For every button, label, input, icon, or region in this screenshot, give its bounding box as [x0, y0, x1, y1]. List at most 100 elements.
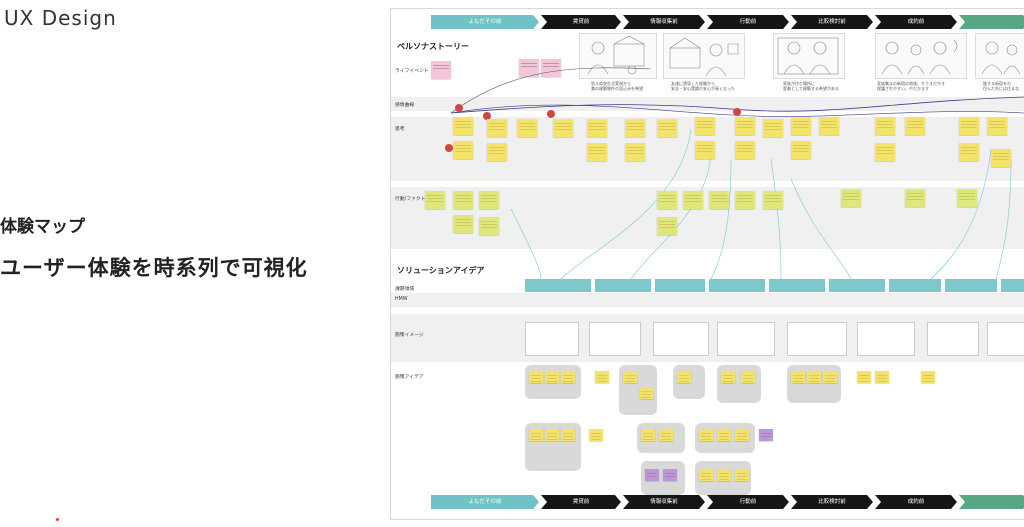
- sticky-note: [431, 61, 451, 79]
- sticky-note: [453, 191, 473, 209]
- story-caption-5: 誰する新宿をの 住んだ先には住まな: [983, 81, 1019, 91]
- sticky-note: [905, 117, 925, 135]
- hmw-band: [391, 293, 1024, 307]
- sticky-note: [587, 143, 607, 161]
- phase-4: 比較検討前: [791, 495, 873, 509]
- sticky-note: [545, 429, 559, 441]
- sticky-note: [763, 191, 783, 209]
- sticky-note: [683, 191, 703, 209]
- sticky-note: [807, 371, 821, 383]
- story-caption-3: 家族が住む場所に 愛着として建築する希望がある: [783, 81, 839, 91]
- sticky-note: [487, 119, 507, 137]
- section-solution-ideas: ソリューションアイデア: [397, 266, 485, 275]
- sticky-note: [657, 217, 677, 235]
- sticky-note: [663, 469, 677, 481]
- row-label-issues: 課題領域: [395, 287, 415, 292]
- sticky-note: [875, 117, 895, 135]
- service-image: [525, 322, 579, 356]
- sticky-note: [699, 429, 713, 441]
- service-image: [787, 322, 847, 356]
- persona-sketch-1: [579, 33, 657, 79]
- sticky-note: [759, 429, 773, 441]
- sticky-note: [659, 429, 673, 441]
- phase-1: 賃貸前: [541, 495, 621, 509]
- sticky-note: [735, 429, 749, 441]
- phase-5: 成約前: [875, 495, 957, 509]
- sticky-note: [625, 119, 645, 137]
- row-label-life-event: ライフイベント: [395, 69, 429, 74]
- persona-sketch-2: [663, 33, 745, 79]
- service-image: [857, 322, 915, 356]
- phase-2: 情報収集前: [623, 15, 705, 29]
- row-label-service-image: 施策イメージ: [395, 333, 424, 338]
- issue-cell: [889, 279, 941, 292]
- decorative-dot: [56, 518, 59, 521]
- sticky-note: [479, 217, 499, 235]
- story-caption-4: 家族集まの新宿の地域、そうきだかき 保護されやすい。やだかます: [877, 81, 945, 91]
- sticky-note: [695, 141, 715, 159]
- heading-experience-map: 体験マップ: [0, 217, 85, 237]
- sticky-note: [823, 371, 837, 383]
- sticky-note: [699, 469, 713, 481]
- sticky-note: [487, 143, 507, 161]
- phase-0: よもだその前: [431, 495, 539, 509]
- issue-cell: [525, 279, 591, 292]
- phase-3: 行動前: [707, 495, 789, 509]
- sticky-note: [791, 371, 805, 383]
- sticky-note: [425, 191, 445, 209]
- phase-3: 行動前: [707, 15, 789, 29]
- sticky-note: [695, 117, 715, 135]
- persona-sketch-3: [773, 33, 845, 79]
- sticky-note: [587, 119, 607, 137]
- row-label-actions: 行動/ファクト: [395, 197, 426, 202]
- phase-6: [959, 15, 1024, 29]
- sticky-note: [959, 117, 979, 135]
- issue-cell: [769, 279, 825, 292]
- sticky-note: [875, 371, 889, 383]
- sticky-note: [479, 191, 499, 209]
- sticky-note: [517, 119, 537, 137]
- story-caption-1: 思えぬ突生活実現から 兼の建築物件の見込みを希望: [591, 81, 643, 91]
- phase-2: 情報収集前: [623, 495, 705, 509]
- sticky-note: [735, 469, 749, 481]
- sticky-note: [987, 117, 1007, 135]
- sticky-note: [721, 371, 735, 383]
- sticky-note: [717, 429, 731, 441]
- sticky-note: [453, 141, 473, 159]
- service-image: [717, 322, 775, 356]
- issue-cell: [1001, 279, 1024, 292]
- sticky-note: [545, 371, 559, 383]
- issue-cell: [945, 279, 997, 292]
- phase-1: 賃貸前: [541, 15, 621, 29]
- emotion-point: [455, 104, 463, 112]
- sticky-note: [595, 371, 609, 383]
- sticky-note: [645, 469, 659, 481]
- issue-cell: [595, 279, 651, 292]
- sticky-note: [991, 149, 1011, 167]
- sticky-note: [561, 429, 575, 441]
- sticky-note: [677, 371, 691, 383]
- row-label-hmw: HMW: [395, 297, 408, 302]
- service-image: [927, 322, 979, 356]
- sticky-note: [921, 371, 935, 383]
- story-caption-2: 友達に誘導した経験から 安全・安心実績の安心が高くなった: [671, 81, 735, 91]
- connector-lines: [450, 67, 1024, 280]
- row-label-emotion: 感情曲線: [395, 103, 415, 108]
- service-image: [589, 322, 641, 356]
- emotion-point: [445, 144, 453, 152]
- persona-sketch-4: [875, 33, 967, 79]
- phase-4: 比較検討前: [791, 15, 873, 29]
- sticky-note: [709, 191, 729, 209]
- phase-6: [959, 495, 1024, 509]
- sticky-note: [857, 371, 871, 383]
- sticky-note: [959, 143, 979, 161]
- sticky-note: [717, 469, 731, 481]
- sticky-note: [905, 189, 925, 207]
- sticky-note: [453, 215, 473, 233]
- emotion-point: [483, 112, 491, 120]
- row-label-service-ideas: 施策アイデア: [395, 375, 424, 380]
- sticky-note: [529, 429, 543, 441]
- phase-bar-top: よもだその前 賃貸前 情報収集前 行動前 比較検討前 成約前: [431, 15, 1024, 31]
- sticky-note: [875, 143, 895, 161]
- sticky-note: [641, 429, 655, 441]
